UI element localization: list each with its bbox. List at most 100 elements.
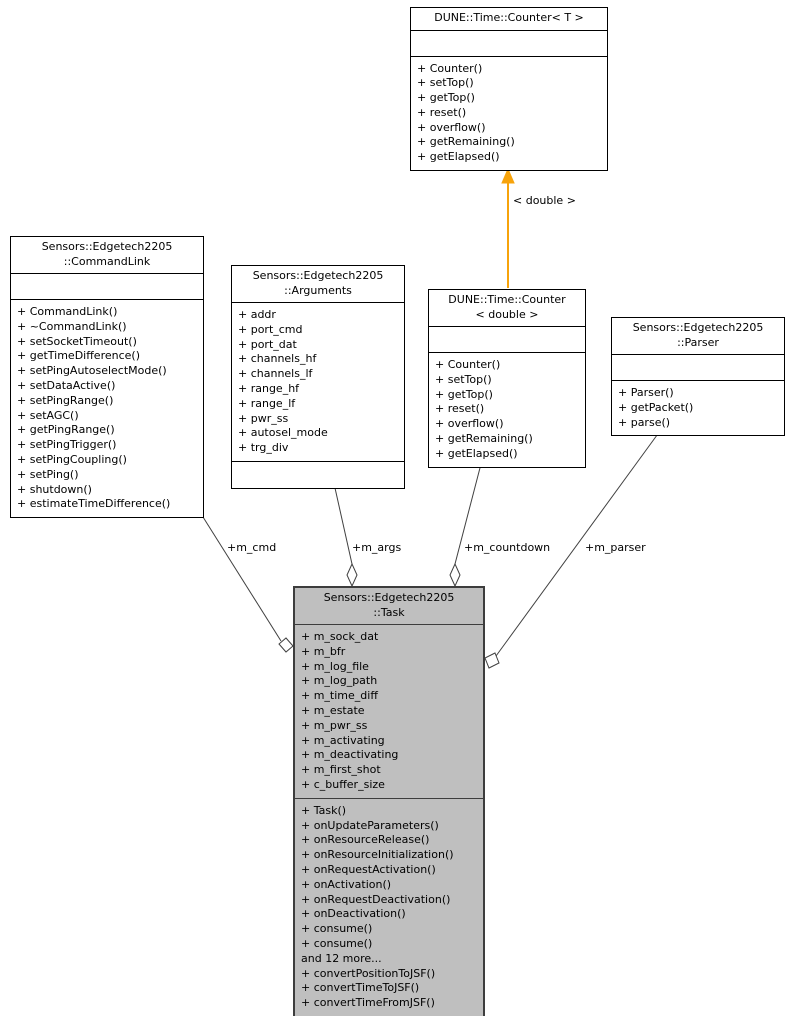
member-item: + m_time_diff [301, 689, 378, 703]
class-attributes: + addr+ port_cmd+ port_dat+ channels_hf+… [232, 303, 404, 462]
member-item: + Task() [301, 803, 347, 817]
class-box-parser[interactable]: Sensors::Edgetech2205 ::Parser + Parser(… [611, 317, 785, 437]
aggregation-diamond-m-parser [484, 652, 500, 669]
class-methods: + CommandLink()+ ~CommandLink()+ setSock… [11, 300, 203, 517]
member-item: + m_pwr_ss [301, 718, 368, 732]
class-title: Sensors::Edgetech2205 ::Arguments [232, 266, 404, 303]
member-item: + parse() [618, 415, 671, 429]
edge-label-template-instance: < double > [513, 194, 576, 207]
member-item: + setPingCoupling() [17, 452, 127, 466]
class-methods: + Counter()+ setTop()+ getTop()+ reset()… [429, 353, 585, 467]
member-item: + getPacket() [618, 400, 694, 414]
member-item: + convertTimeToJSF() [301, 981, 420, 995]
template-arrowhead [501, 167, 515, 184]
class-box-counter-double[interactable]: DUNE::Time::Counter < double > + Counter… [428, 289, 586, 468]
class-attributes [411, 31, 607, 57]
member-item: + addr [238, 308, 276, 321]
member-item: + channels_hf [238, 352, 317, 366]
class-attributes [429, 327, 585, 353]
class-methods: + Counter()+ setTop()+ getTop()+ reset()… [411, 57, 607, 171]
member-item: + reset() [435, 402, 485, 416]
class-attributes [612, 355, 784, 381]
edge-label-m-args: +m_args [352, 541, 402, 554]
edge-label-m-cmd: +m_cmd [227, 541, 277, 554]
member-item: + setPing() [17, 467, 79, 481]
member-item: + getRemaining() [435, 431, 533, 445]
edge-m-parser [495, 430, 661, 657]
class-box-task[interactable]: Sensors::Edgetech2205 ::Task + m_sock_da… [293, 586, 485, 1016]
member-item: + setTop() [435, 372, 492, 386]
member-item: + m_bfr [301, 644, 346, 658]
member-item: + estimateTimeDifference() [17, 497, 171, 511]
member-item: + range_lf [238, 396, 296, 410]
class-attributes: + m_sock_dat+ m_bfr+ m_log_file+ m_log_p… [295, 625, 483, 799]
aggregation-diamond-m-countdown [449, 562, 461, 588]
class-box-command-link[interactable]: Sensors::Edgetech2205 ::CommandLink + Co… [10, 236, 204, 519]
class-methods: + Parser()+ getPacket()+ parse() [612, 381, 784, 435]
member-item: + onActivation() [301, 877, 392, 891]
member-item: + setPingTrigger() [17, 438, 117, 452]
member-item: + setTop() [417, 76, 474, 90]
class-attributes [11, 274, 203, 300]
member-item: + m_estate [301, 703, 365, 717]
member-item: + m_log_file [301, 659, 369, 673]
class-title: DUNE::Time::Counter< T > [411, 8, 607, 31]
member-item: + onResourceRelease() [301, 833, 430, 847]
member-item: + getElapsed() [435, 446, 518, 460]
member-item: + m_first_shot [301, 763, 381, 777]
member-item: + setPingAutoselectMode() [17, 364, 167, 378]
member-item: + autosel_mode [238, 426, 328, 440]
edge-m-countdown [454, 463, 482, 565]
member-item: + overflow() [417, 120, 486, 134]
member-item: + consume() [301, 922, 373, 936]
member-item: + setDataActive() [17, 378, 116, 392]
edge-label-m-parser: +m_parser [585, 541, 646, 554]
class-box-arguments[interactable]: Sensors::Edgetech2205 ::Arguments + addr… [231, 265, 405, 489]
aggregation-diamond-m-args [346, 562, 358, 588]
class-title: Sensors::Edgetech2205 ::Parser [612, 318, 784, 355]
member-item: + setPingRange() [17, 393, 114, 407]
class-title: Sensors::Edgetech2205 ::CommandLink [11, 237, 203, 274]
member-item: + channels_lf [238, 367, 313, 381]
member-item: + Counter() [417, 61, 483, 75]
member-item: + setAGC() [17, 408, 79, 422]
member-item: + setSocketTimeout() [17, 334, 137, 348]
member-item: + trg_div [238, 441, 289, 455]
member-item: + c_buffer_size [301, 777, 385, 791]
member-item: + reset() [417, 105, 467, 119]
member-item: + getElapsed() [417, 150, 500, 164]
member-item: + ~CommandLink() [17, 319, 127, 333]
member-item: + shutdown() [17, 482, 92, 496]
member-item: + port_cmd [238, 322, 303, 336]
member-item: + onRequestDeactivation() [301, 892, 451, 906]
aggregation-diamond-m-cmd [278, 637, 294, 653]
member-item: + Counter() [435, 358, 501, 371]
member-item: and 12 more... [301, 951, 382, 965]
edge-label-m-countdown: +m_countdown [464, 541, 551, 554]
member-item: + getTop() [435, 387, 493, 401]
member-item: + m_deactivating [301, 748, 399, 762]
member-item: + convertPositionToJSF() [301, 966, 436, 980]
class-title: DUNE::Time::Counter < double > [429, 290, 585, 327]
member-item: + range_hf [238, 381, 300, 395]
member-item: + m_log_path [301, 674, 378, 688]
member-item: + onResourceInitialization() [301, 848, 454, 862]
member-item: + port_dat [238, 337, 297, 351]
member-item: + Parser() [618, 386, 674, 399]
member-item: + onDeactivation() [301, 907, 406, 921]
member-item: + convertTimeFromJSF() [301, 996, 435, 1010]
class-methods [232, 462, 404, 488]
member-item: + onUpdateParameters() [301, 818, 439, 832]
member-item: + consume() [301, 936, 373, 950]
edge-m-cmd [202, 516, 282, 642]
edge-m-args [334, 487, 353, 565]
member-item: + getPingRange() [17, 423, 115, 437]
class-box-counter-t[interactable]: DUNE::Time::Counter< T > + Counter()+ se… [410, 7, 608, 172]
member-item: + getTimeDifference() [17, 349, 140, 363]
member-item: + m_activating [301, 733, 385, 747]
class-methods: + Task()+ onUpdateParameters()+ onResour… [295, 799, 483, 1016]
member-item: + getRemaining() [417, 135, 515, 149]
member-item: + pwr_ss [238, 411, 289, 425]
